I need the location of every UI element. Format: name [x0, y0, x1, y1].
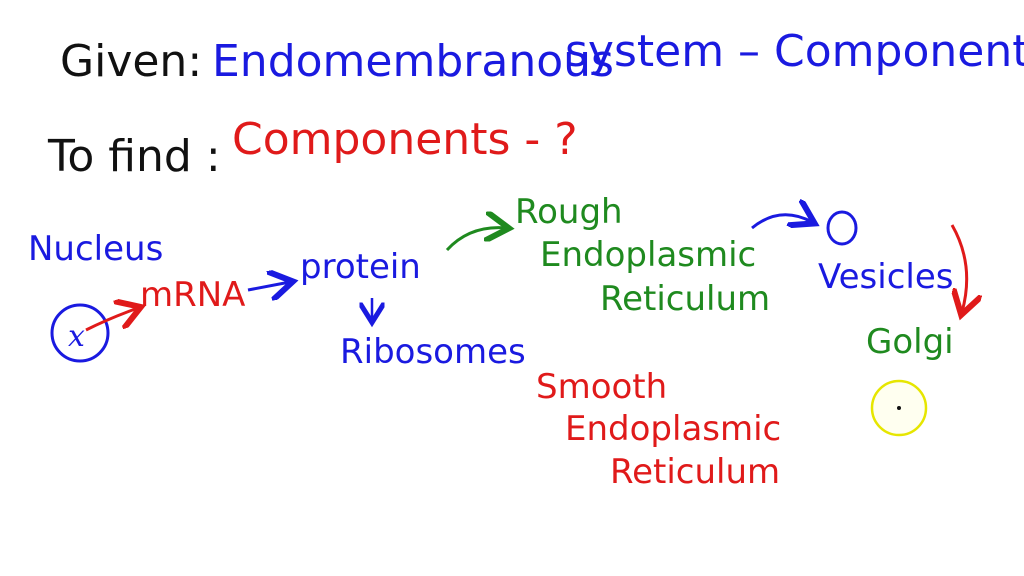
to-find-label: To find :	[48, 131, 221, 182]
rer-line-1: Rough	[515, 192, 623, 232]
arrow-vesicle-to-golgi	[952, 224, 967, 312]
golgi-label: Golgi	[866, 322, 954, 362]
arrow-mrna-to-protein	[247, 282, 290, 290]
nucleus-circle	[50, 303, 110, 363]
rer-line-2: Endoplasmic	[540, 235, 757, 275]
ser-line-1: Smooth	[536, 367, 668, 407]
arrow-nucleus-to-mrna	[85, 308, 138, 332]
nucleus-label: Nucleus	[28, 229, 164, 269]
protein-label: protein	[300, 247, 421, 287]
cursor-dot	[897, 406, 901, 410]
arrow-protein-to-rer	[445, 228, 506, 252]
vesicles-label: Vesicles	[818, 257, 954, 297]
rer-line-3: Reticulum	[600, 279, 771, 319]
arrow-rer-to-vesicle	[751, 215, 812, 230]
ribosomes-label: Ribosomes	[340, 332, 526, 372]
ser-line-3: Reticulum	[610, 452, 781, 492]
vesicle-circle	[826, 210, 858, 246]
dna-symbol: x	[68, 319, 85, 354]
given-value-right: system – Components	[565, 26, 1024, 77]
mrna-label: mRNA	[140, 275, 246, 315]
ser-line-2: Endoplasmic	[565, 409, 782, 449]
given-value-left: Endomembranous	[212, 36, 614, 87]
given-label: Given:	[60, 36, 203, 87]
to-find-value: Components - ?	[232, 114, 578, 165]
